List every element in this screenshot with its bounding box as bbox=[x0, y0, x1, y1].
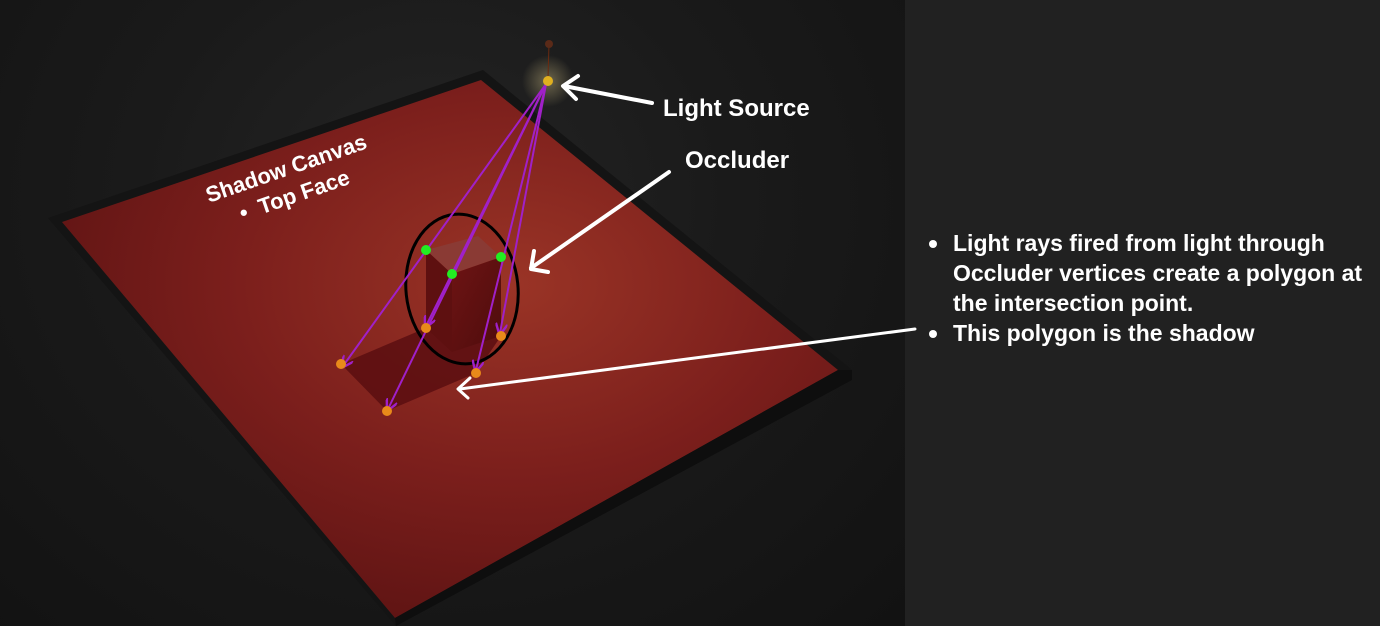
occluder-arrowhead bbox=[529, 249, 550, 274]
ray-4 bbox=[476, 83, 547, 370]
scene-drawing bbox=[48, 40, 852, 626]
note-item: This polygon is the shadow bbox=[925, 318, 1375, 348]
light-source-arrowhead bbox=[561, 74, 580, 101]
shadow-canvas-edge bbox=[395, 370, 852, 626]
light-source-point bbox=[543, 76, 553, 86]
light-source-label: Light Source bbox=[663, 95, 810, 122]
light-stem-top bbox=[545, 40, 553, 48]
light-rays bbox=[343, 83, 547, 409]
occluder-vertex-1 bbox=[421, 245, 431, 255]
occluder-vertices bbox=[421, 245, 506, 279]
ray-1 bbox=[343, 83, 547, 366]
occluder-vertex-2 bbox=[447, 269, 457, 279]
shadow-vertex-5 bbox=[382, 406, 392, 416]
scene-viewport: Light Source Occluder Shadow Canvas • To… bbox=[0, 0, 905, 626]
shadow-vertex-2 bbox=[421, 323, 431, 333]
shadow-vertex-3 bbox=[496, 331, 506, 341]
light-source-arrow bbox=[562, 84, 654, 105]
occluder-label: Occluder bbox=[685, 147, 790, 174]
occluder-vertex-3 bbox=[496, 252, 506, 262]
shadow-vertex-1 bbox=[336, 359, 346, 369]
ray-5 bbox=[500, 83, 547, 333]
explanation-notes: Light rays fired from light through Occl… bbox=[925, 228, 1375, 348]
note-item: Light rays fired from light through Occl… bbox=[925, 228, 1375, 318]
occluder-arrow bbox=[529, 170, 671, 270]
light-stem bbox=[547, 43, 550, 79]
ray-3 bbox=[426, 83, 547, 326]
shadow-vertex-4 bbox=[471, 368, 481, 378]
